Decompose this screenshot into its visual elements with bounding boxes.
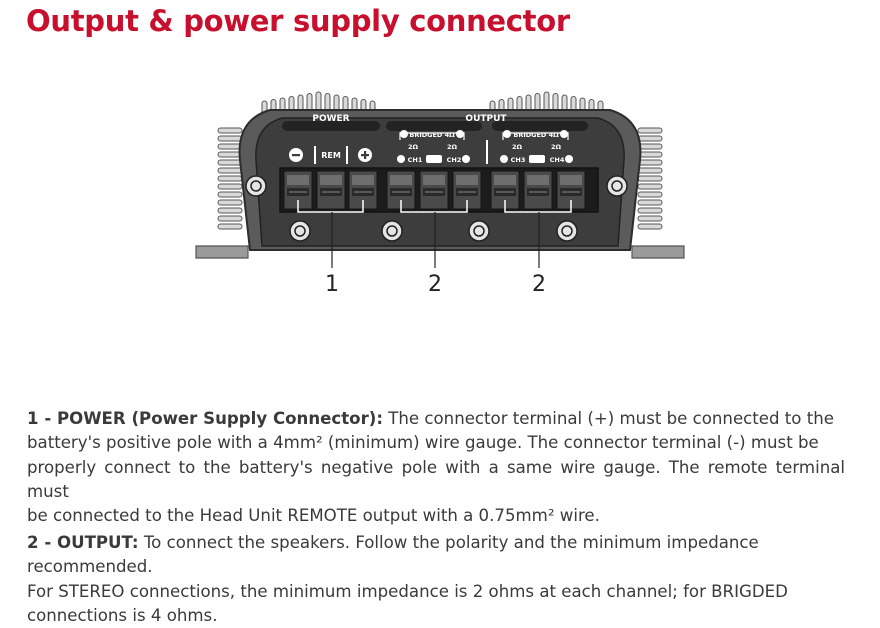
panel-screw-icon: [289, 220, 311, 242]
amplifier-connector-diagram: POWER OUTPUT REM BRIDGED 4Ω 2Ω 2Ω CH1 CH…: [195, 91, 685, 297]
terminal-screw-8[interactable]: [523, 170, 553, 210]
output-text-line-4: connections is 4 ohms.: [27, 605, 218, 625]
terminal-screw-5[interactable]: [419, 170, 449, 210]
power-label: POWER: [312, 114, 349, 124]
terminal-block: [279, 167, 599, 213]
bridged-label-1: BRIDGED 4Ω: [409, 131, 455, 139]
mounting-screw-icon: [606, 175, 628, 197]
power-text-line-2: battery's positive pole with a 4mm² (min…: [27, 433, 819, 453]
mounting-screw-icon: [245, 175, 267, 197]
terminal-screw-7[interactable]: [490, 170, 520, 210]
bridged-label-2: BRIDGED 4Ω: [513, 131, 559, 139]
power-heading: 1 - POWER (Power Supply Connector):: [27, 409, 383, 428]
output-heading: 2 - OUTPUT:: [27, 533, 139, 552]
output-text-line-3: For STEREO connections, the minimum impe…: [27, 581, 788, 601]
two-ohm-label-2: 2Ω: [447, 143, 458, 151]
output-description: 2 - OUTPUT: To connect the speakers. Fol…: [27, 531, 845, 628]
power-text-line-1: The connector terminal (+) must be conne…: [388, 409, 834, 428]
ch2-label: CH2: [447, 156, 462, 164]
two-ohm-label-4: 2Ω: [551, 143, 562, 151]
ch1-label: CH1: [408, 156, 423, 164]
callout-2-left: 2: [428, 272, 442, 297]
side-screws: [245, 175, 628, 197]
output-text-line-2: recommended.: [27, 557, 153, 577]
rem-label: REM: [321, 151, 341, 160]
ch4-label: CH4: [550, 156, 565, 164]
power-markings: REM: [289, 146, 372, 164]
callout-2-right: 2: [532, 272, 546, 297]
power-text-line-4: be connected to the Head Unit REMOTE out…: [27, 506, 600, 526]
panel-screw-icon: [556, 220, 578, 242]
terminal-screw-2[interactable]: [316, 170, 346, 210]
callout-lines: [331, 212, 540, 268]
panel-screw-icon: [381, 220, 403, 242]
panel-screw-icon: [468, 220, 490, 242]
two-ohm-label-1: 2Ω: [408, 143, 419, 151]
two-ohm-label-3: 2Ω: [512, 143, 523, 151]
output-markings-ch3-ch4: BRIDGED 4Ω 2Ω 2Ω CH3 CH4: [486, 130, 573, 164]
page-title: Output & power supply connector: [26, 4, 570, 38]
ch3-label: CH3: [511, 156, 526, 164]
mounting-feet: [195, 245, 685, 259]
power-text-line-3: properly connect to the battery's negati…: [27, 457, 845, 501]
bottom-screws: [289, 220, 578, 242]
output-label: OUTPUT: [465, 114, 507, 124]
terminal-brackets: [297, 200, 572, 213]
callout-1: 1: [325, 272, 339, 297]
power-description: 1 - POWER (Power Supply Connector): The …: [27, 407, 845, 528]
output-text-line-1: To connect the speakers. Follow the pola…: [143, 533, 759, 552]
output-markings-ch1-ch2: BRIDGED 4Ω 2Ω 2Ω CH1 CH2: [397, 130, 470, 164]
